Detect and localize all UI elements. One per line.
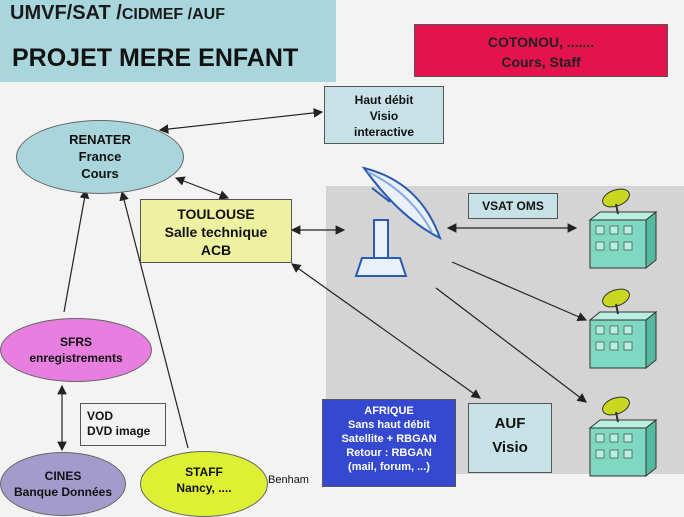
- arrow-dish-building3: [435, 287, 587, 403]
- vod-line1: VOD: [87, 409, 114, 423]
- staff-line1: STAFF: [185, 465, 223, 479]
- title-line2: PROJET MERE ENFANT: [12, 44, 299, 72]
- afrique-line2: Sans haut débit: [348, 419, 430, 431]
- building-dish-icon: [588, 288, 658, 370]
- sfrs-line2: enregistrements: [29, 351, 123, 365]
- afrique-line5: (mail, forum, ...): [348, 461, 430, 473]
- haut-debit-line3: interactive: [353, 125, 415, 139]
- toulouse-line1: TOULOUSE: [177, 206, 255, 222]
- renater-line2: France: [78, 149, 122, 164]
- auf-box: AUF Visio: [468, 403, 552, 473]
- building-dish-icon: [588, 396, 658, 478]
- haut-debit-line1: Haut débit: [354, 93, 414, 107]
- cotonou-line2: Cours, Staff: [501, 54, 581, 70]
- building-dish-icon: [588, 188, 658, 270]
- arrow-staff-renater: [119, 190, 189, 449]
- auf-line2: Visio: [492, 439, 528, 456]
- arrow-renater-haut: [158, 108, 324, 134]
- cines-ellipse: CINES Banque Données: [0, 452, 126, 516]
- vod-line2: DVD image: [87, 424, 151, 438]
- satellite-dish-icon: [354, 166, 442, 277]
- arrow-renater-toulouse: [174, 176, 230, 200]
- footer-text: Benham: [268, 474, 309, 486]
- renater-ellipse: RENATER France Cours: [16, 120, 184, 194]
- haut-debit-line2: Visio: [369, 109, 399, 123]
- haut-debit-box: Haut débit Visio interactive: [324, 86, 444, 144]
- cotonou-line1: COTONOU, .......: [487, 34, 595, 50]
- sfrs-line1: SFRS: [59, 335, 92, 349]
- toulouse-box: TOULOUSE Salle technique ACB: [140, 199, 292, 263]
- arrow-toulouse-auf: [291, 263, 481, 399]
- renater-line3: Cours: [81, 166, 119, 181]
- staff-ellipse: STAFF Nancy, ....: [140, 451, 268, 517]
- auf-line1: AUF: [494, 415, 526, 432]
- title-line1: UMVF/SAT /CIDMEF /AUF: [10, 2, 225, 24]
- cotonou-box: COTONOU, ....... Cours, Staff: [414, 24, 668, 77]
- staff-line2: Nancy, ....: [176, 481, 232, 495]
- vsat-oms-box: VSAT OMS: [468, 193, 558, 219]
- sfrs-ellipse: SFRS enregistrements: [0, 318, 152, 382]
- renater-line1: RENATER: [69, 132, 131, 147]
- cines-line1: CINES: [44, 469, 82, 483]
- afrique-line3: Satellite + RBGAN: [341, 433, 437, 445]
- vod-box: VOD DVD image: [80, 403, 166, 446]
- afrique-line1: AFRIQUE: [364, 405, 414, 417]
- toulouse-line2: Salle technique: [164, 224, 268, 240]
- arrow-dish-building2: [451, 261, 588, 322]
- afrique-line4: Retour : RBGAN: [346, 447, 432, 459]
- title-banner: [0, 0, 336, 82]
- toulouse-line3: ACB: [200, 242, 232, 258]
- arrow-sfrs-renater: [63, 188, 90, 313]
- cines-line2: Banque Données: [13, 485, 112, 499]
- afrique-box: AFRIQUE Sans haut débit Satellite + RBGA…: [322, 399, 456, 487]
